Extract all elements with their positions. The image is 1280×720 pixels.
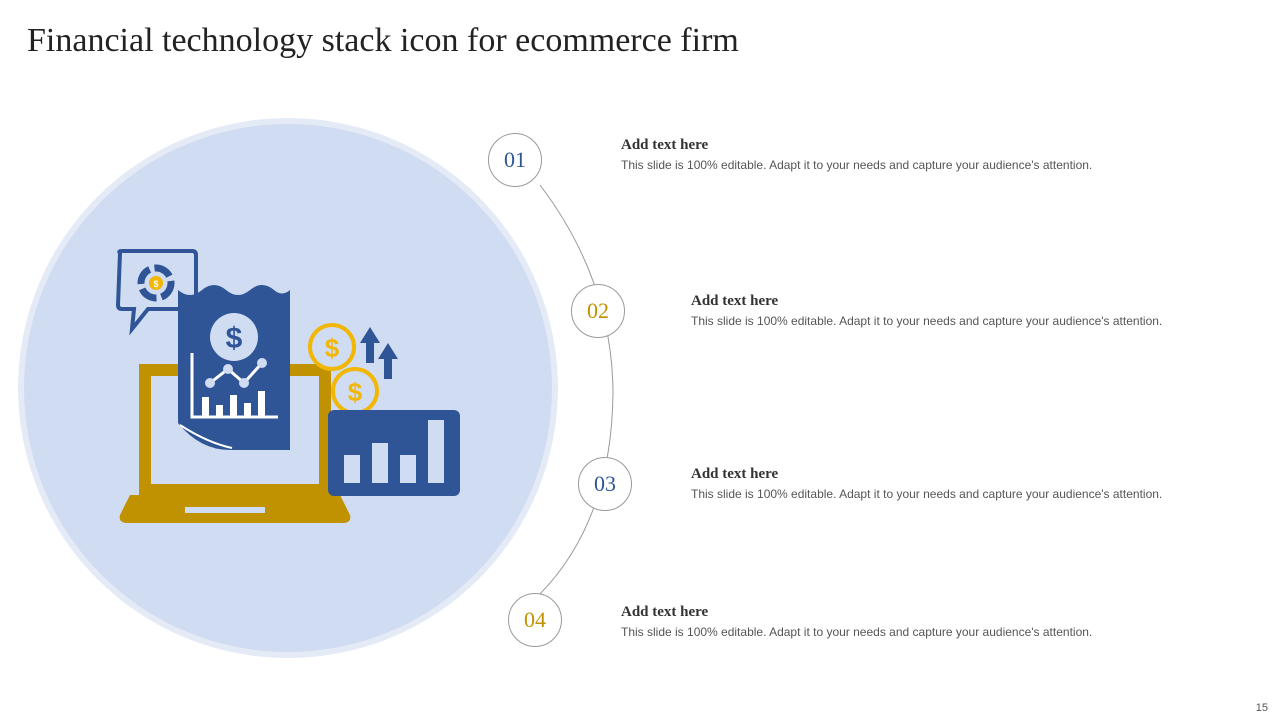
bar-chart-panel-icon xyxy=(328,410,460,496)
step-2-text: Add text here This slide is 100% editabl… xyxy=(691,293,1162,328)
step-2-number-badge: 02 xyxy=(571,284,625,338)
receipt-icon: $ xyxy=(178,285,290,450)
up-arrows-icon xyxy=(360,327,398,379)
step-2-body: This slide is 100% editable. Adapt it to… xyxy=(691,314,1163,328)
step-1-number-badge: 01 xyxy=(488,133,542,187)
page-number: 15 xyxy=(1255,702,1268,714)
step-4-text: Add text here This slide is 100% editabl… xyxy=(621,604,1092,639)
fintech-illustration: $ $ $ $ xyxy=(115,249,460,523)
step-1-heading: Add text here xyxy=(621,137,709,153)
step-4-body: This slide is 100% editable. Adapt it to… xyxy=(621,625,1093,639)
step-1-body: This slide is 100% editable. Adapt it to… xyxy=(621,158,1093,172)
step-3-body: This slide is 100% editable. Adapt it to… xyxy=(691,487,1163,501)
step-3-heading: Add text here xyxy=(691,466,779,482)
receipt-dollar-symbol: $ xyxy=(226,322,243,355)
slide-title: Financial technology stack icon for ecom… xyxy=(27,22,739,59)
bubble-coin-symbol: $ xyxy=(153,279,158,289)
coin-dollar-symbol-bottom: $ xyxy=(348,377,363,407)
step-4-number-badge: 04 xyxy=(508,593,562,647)
step-3-text: Add text here This slide is 100% editabl… xyxy=(691,466,1162,501)
step-3-number-badge: 03 xyxy=(578,457,632,511)
step-2-heading: Add text here xyxy=(691,293,779,309)
step-4-heading: Add text here xyxy=(621,604,709,620)
coin-icon: $ $ xyxy=(308,323,379,415)
coin-dollar-symbol-top: $ xyxy=(325,333,340,363)
step-1-text: Add text here This slide is 100% editabl… xyxy=(621,137,1092,172)
